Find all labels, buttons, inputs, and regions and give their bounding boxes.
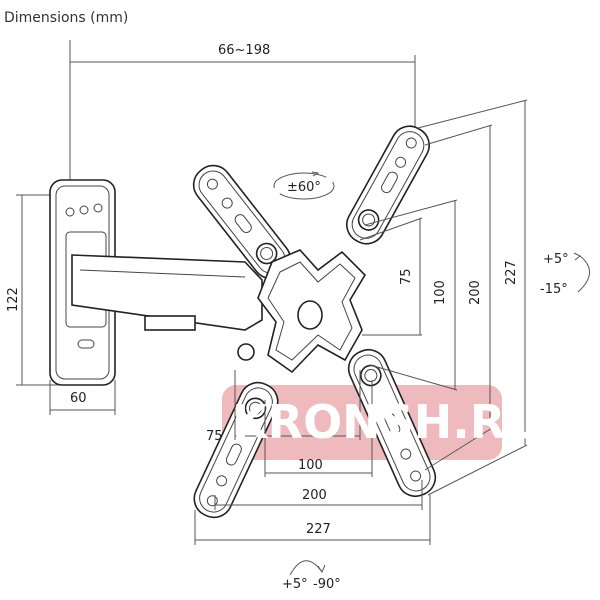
svg-text:+5°: +5° xyxy=(543,252,569,267)
dimension-horizontal-75: 75 xyxy=(206,370,361,444)
dimension-horizontal-200: 200 xyxy=(214,480,423,510)
svg-text:227: 227 xyxy=(504,260,519,285)
diagram-title: Dimensions (mm) xyxy=(4,10,128,26)
svg-text:75: 75 xyxy=(206,429,223,444)
center-plate xyxy=(257,249,367,374)
dimension-horizontal-227: 227 xyxy=(194,495,431,545)
watermark: KRONSH.RU xyxy=(232,395,543,449)
swing-arm xyxy=(71,254,263,361)
dimension-arm-extension: 66~198 xyxy=(69,40,416,180)
bracket-arm-lower-left xyxy=(193,381,279,519)
dimension-plate-width: 60 xyxy=(49,380,116,415)
svg-text:100: 100 xyxy=(433,280,448,305)
dimension-vertical-75: 75 xyxy=(359,217,423,336)
svg-text:75: 75 xyxy=(399,268,414,285)
svg-text:+5°: +5° xyxy=(282,577,308,592)
svg-text:-90°: -90° xyxy=(313,577,341,592)
dim-label-arm-extension: 66~198 xyxy=(218,43,270,58)
swivel-indicator: ±60° xyxy=(273,171,335,200)
dim-label-plate-height: 122 xyxy=(6,287,21,312)
dimension-vertical-100: 100 xyxy=(364,199,458,391)
svg-text:200: 200 xyxy=(468,280,483,305)
dimension-horizontal-100: 100 xyxy=(264,380,373,477)
dimension-vertical-200: 200 xyxy=(424,124,493,471)
swivel-angle-label: ±60° xyxy=(287,180,321,195)
svg-text:100: 100 xyxy=(298,458,323,473)
watermark-background xyxy=(222,385,502,460)
svg-text:227: 227 xyxy=(306,522,331,537)
dimension-vertical-227: 227 xyxy=(417,99,528,496)
dim-label-plate-width: 60 xyxy=(70,391,87,406)
bracket-arm-upper-right xyxy=(346,125,430,245)
dimension-plate-height: 122 xyxy=(6,194,60,386)
rotation-indicator: +5° -90° xyxy=(282,560,341,592)
svg-text:200: 200 xyxy=(302,488,327,503)
svg-text:-15°: -15° xyxy=(540,282,568,297)
bracket-arm-upper-left xyxy=(192,164,292,280)
tilt-indicator: +5° -15° xyxy=(540,252,590,297)
